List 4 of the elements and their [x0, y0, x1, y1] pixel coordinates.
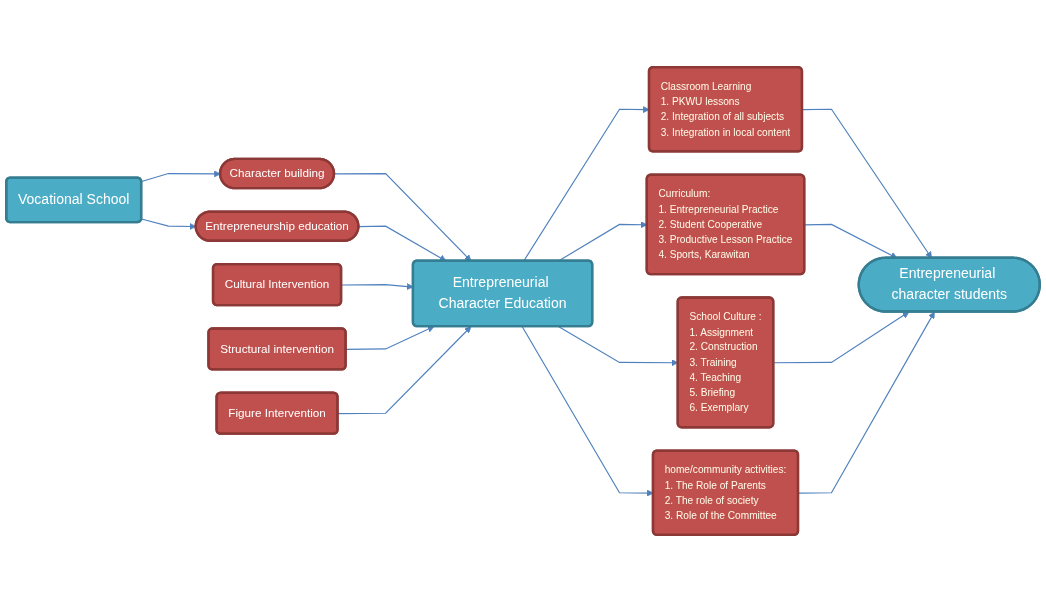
arrow [345, 326, 435, 350]
arrow [773, 311, 910, 364]
arrow [140, 218, 197, 230]
arrow [337, 326, 472, 415]
